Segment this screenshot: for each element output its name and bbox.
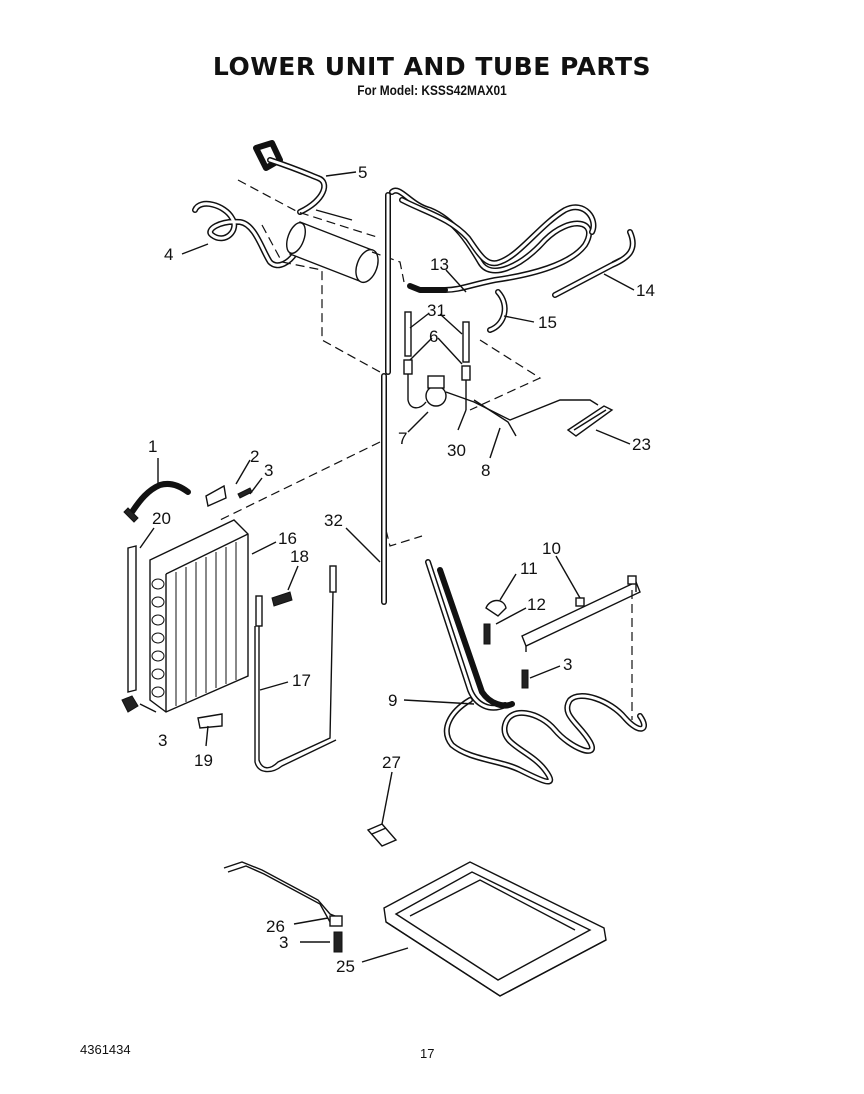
callout-14: 14 [636, 281, 655, 300]
part-18-clip [271, 591, 293, 607]
part-27-sleeve [366, 823, 398, 847]
callout-32: 32 [324, 511, 343, 530]
callout-17: 17 [292, 671, 311, 690]
part-32-tube [381, 192, 391, 605]
part-2-bracket [205, 484, 227, 507]
callout-6: 6 [429, 327, 438, 346]
callout-13: 13 [430, 255, 449, 274]
part-14-tube [552, 229, 636, 298]
callout-7: 7 [398, 429, 407, 448]
part-19-clip [197, 713, 223, 729]
callout-5: 5 [358, 163, 367, 182]
callout-1: 1 [148, 437, 157, 456]
callout-3: 3 [264, 461, 273, 480]
callout-23: 23 [632, 435, 651, 454]
valve-assembly [403, 311, 599, 421]
part-10-bracket [521, 575, 641, 720]
part-15-tube [487, 289, 508, 333]
page-number: 17 [420, 1046, 435, 1061]
part-3-screw-right [521, 669, 529, 689]
callout-25: 25 [336, 957, 355, 976]
part-17-heater [254, 565, 337, 773]
accumulator-cylinder [286, 209, 379, 284]
callout-4: 4 [164, 245, 173, 264]
part-12-screw [483, 623, 491, 645]
callout-30: 30 [447, 441, 466, 460]
model-subtitle: For Model: KSSS42MAX01 [357, 82, 507, 98]
part-1-harness [123, 480, 191, 523]
condenser-loop [389, 187, 597, 293]
part-16-coil [149, 519, 249, 713]
callout-27: 27 [382, 753, 401, 772]
callout-20: 20 [152, 509, 171, 528]
part-9-heater-coil [425, 559, 647, 785]
part-3-screw-left [121, 695, 139, 713]
callout-3: 3 [158, 731, 167, 750]
part-4-suction-line [192, 200, 299, 269]
callout-16: 16 [278, 529, 297, 548]
callout-18: 18 [290, 547, 309, 566]
part-3-screw-bottom [333, 931, 343, 953]
callout-31: 31 [427, 301, 446, 320]
page-title: LOWER UNIT AND TUBE PARTS [212, 52, 652, 81]
callout-10: 10 [542, 539, 561, 558]
callout-2: 2 [250, 447, 259, 466]
part-25-drain-pan [383, 861, 607, 997]
part-11-clamp [485, 599, 507, 617]
callout-15: 15 [538, 313, 557, 332]
callout-3: 3 [279, 933, 288, 952]
callout-11: 11 [520, 559, 538, 578]
part-8-tube [473, 399, 517, 437]
callout-9: 9 [388, 691, 397, 710]
callout-3: 3 [563, 655, 572, 674]
document-number: 4361434 [80, 1042, 131, 1057]
callout-26: 26 [266, 917, 285, 936]
part-26-bracket [223, 861, 343, 927]
callout-8: 8 [481, 461, 490, 480]
callout-12: 12 [527, 595, 546, 614]
part-20-bracket [127, 545, 137, 693]
part-5-tube [253, 140, 328, 215]
part-23-strip [566, 405, 614, 437]
callout-19: 19 [194, 751, 213, 770]
